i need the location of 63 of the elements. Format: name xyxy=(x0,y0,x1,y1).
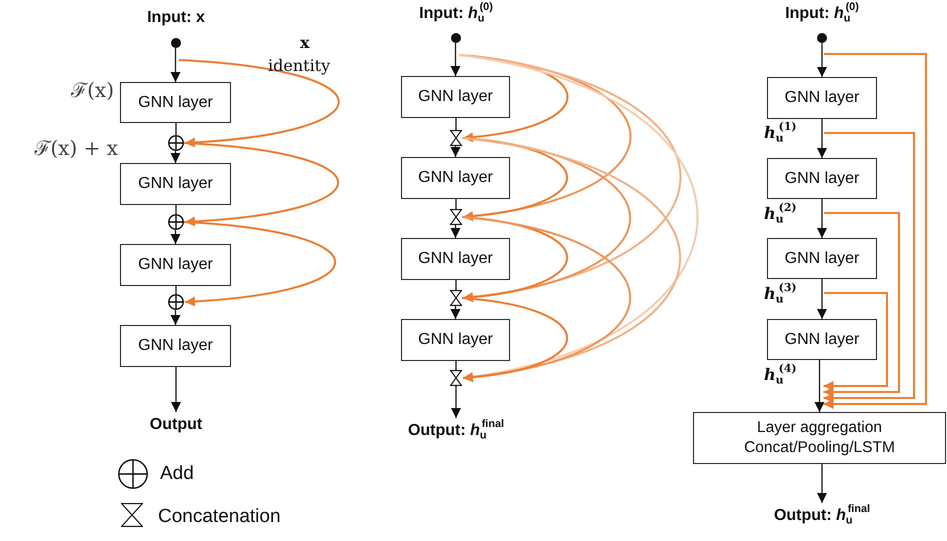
concatenation-symbol xyxy=(450,370,462,386)
arrow xyxy=(170,151,180,163)
concatenation-symbol xyxy=(450,130,462,146)
add-symbol xyxy=(168,214,184,230)
box-text: Concat/Pooling/LSTM xyxy=(744,439,895,457)
arrow xyxy=(170,48,180,82)
arrow xyxy=(450,146,460,157)
annotation-label: identity xyxy=(268,55,332,77)
skip-connection-arrow xyxy=(462,216,568,302)
add-symbol xyxy=(168,294,184,310)
arrow xyxy=(171,367,181,412)
layer-box: GNN layer xyxy=(401,238,510,280)
arrow xyxy=(814,360,824,412)
skip-connection-arrow xyxy=(824,292,888,391)
layer-box: GNN layer xyxy=(767,238,877,279)
skip-connection-arrow xyxy=(824,132,915,403)
arrow xyxy=(450,43,460,76)
legend-label: Add xyxy=(160,462,194,486)
arrow xyxy=(817,43,827,77)
formula-label: ℱ(x) + x xyxy=(33,135,118,162)
layer-box: GNN layer xyxy=(120,325,231,367)
skip-connection-arrow xyxy=(184,142,339,226)
layer-box: GNN layer xyxy=(767,319,877,360)
input-dot xyxy=(451,33,461,43)
layer-box: GNN layer xyxy=(401,157,510,199)
arrow xyxy=(817,119,827,158)
concatenation-symbol xyxy=(450,290,462,306)
skip-connection-arrow xyxy=(458,54,682,302)
skip-connection-arrow xyxy=(462,137,681,382)
layer-box: GNN layer xyxy=(767,158,877,199)
concatenation-symbol xyxy=(450,209,462,225)
annotation-label: x xyxy=(300,32,311,54)
layer-box: GNN layer xyxy=(767,77,877,119)
skip-connection-arrow xyxy=(178,59,340,148)
layer-box: GNN layer xyxy=(120,82,231,123)
skip-connection-arrow xyxy=(824,53,927,409)
skip-connection-arrow xyxy=(458,54,698,382)
arrow xyxy=(450,225,460,238)
arrow xyxy=(817,279,827,319)
arrow xyxy=(170,310,180,325)
skip-connection-arrow xyxy=(824,212,900,397)
arrow xyxy=(817,199,827,238)
layer-box: GNN layer xyxy=(401,76,510,118)
input-dot xyxy=(817,33,827,43)
layer-box: GNN layer xyxy=(401,319,510,361)
add-symbol xyxy=(168,135,184,151)
legend-label: Concatenation xyxy=(158,505,281,529)
arrow xyxy=(450,306,460,319)
skip-connection-arrow xyxy=(462,137,568,221)
skip-connection-arrow xyxy=(462,297,568,382)
layer-box: GNN layer xyxy=(120,163,231,205)
aggregation-box xyxy=(693,412,946,464)
skip-connection-arrow xyxy=(184,221,336,306)
skip-connection-arrow xyxy=(462,216,631,382)
arrow xyxy=(451,386,461,418)
arrow xyxy=(170,230,180,244)
formula-label: ℱ(x) xyxy=(70,77,114,104)
input-label: Input: x xyxy=(146,8,206,28)
output-label: Output xyxy=(116,412,236,436)
layer-box: GNN layer xyxy=(120,244,231,286)
box-heading: Layer aggregation xyxy=(757,419,882,437)
arrow xyxy=(817,464,827,503)
input-dot xyxy=(171,38,181,48)
